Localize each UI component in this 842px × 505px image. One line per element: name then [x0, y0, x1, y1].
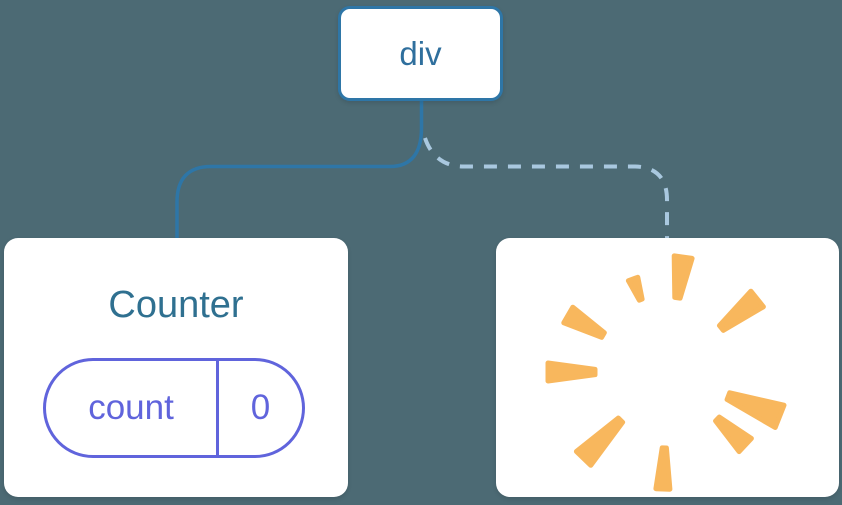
poof-ray: [625, 274, 645, 303]
edge-solid-to-counter: [175, 99, 424, 241]
poof-ray: [713, 414, 754, 455]
counter-component-card: Counter count 0: [4, 238, 348, 497]
poof-ray: [573, 415, 626, 468]
state-key: count: [88, 388, 174, 427]
edge-dashed-to-removed: [423, 137, 669, 239]
poof-ray: [717, 288, 766, 333]
poof-starburst-icon: [545, 253, 787, 492]
poof-ray: [561, 304, 607, 340]
poof-ray: [653, 445, 673, 492]
poof-ray: [671, 253, 695, 301]
state-value: 0: [216, 361, 302, 455]
state-pill: count 0: [43, 358, 305, 458]
root-node-div: div: [338, 6, 503, 101]
poof-ray: [724, 390, 787, 430]
counter-title: Counter: [108, 284, 244, 326]
removed-component-card: [496, 238, 839, 497]
root-node-label: div: [399, 34, 442, 72]
poof-ray: [545, 360, 598, 384]
